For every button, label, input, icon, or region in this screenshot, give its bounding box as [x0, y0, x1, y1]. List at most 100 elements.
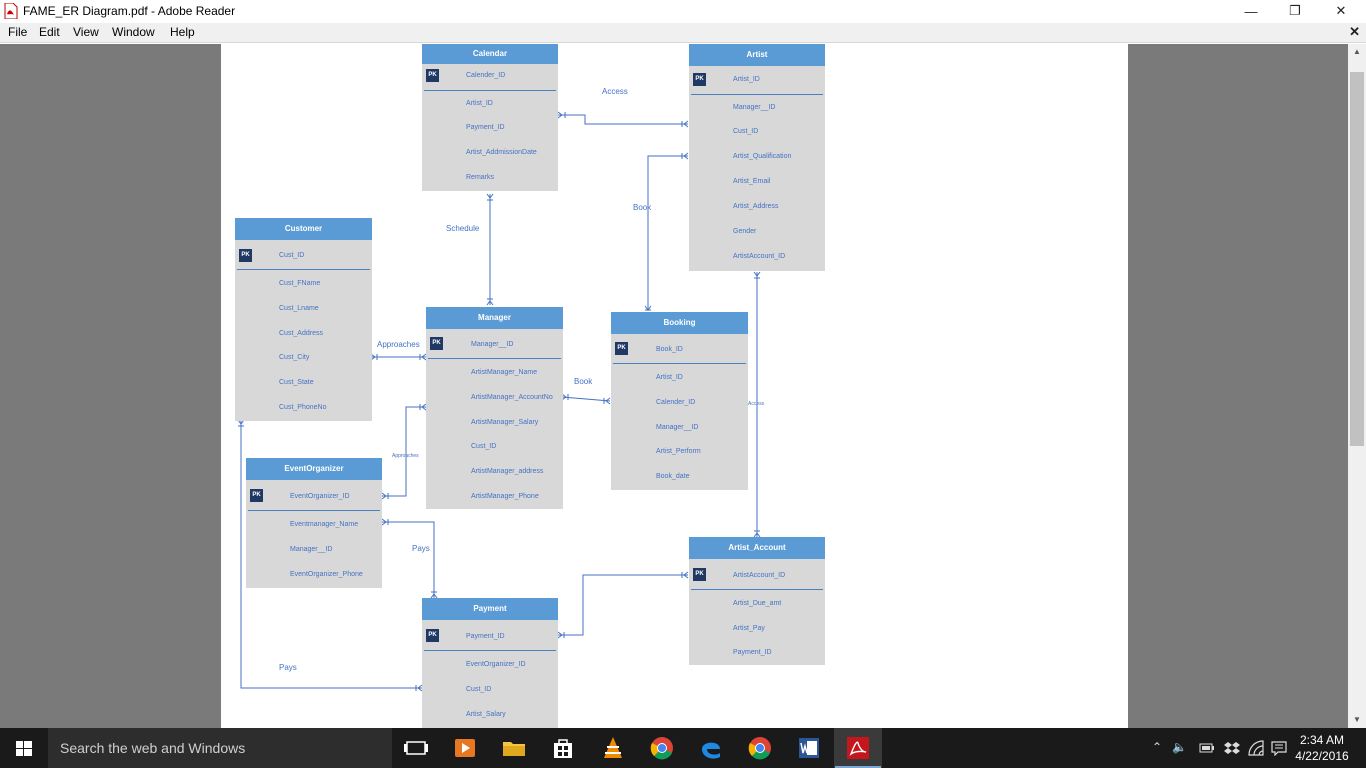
pk-icon: PK: [430, 337, 443, 350]
active-app-indicator: [835, 766, 881, 768]
attribute: Calender_ID: [656, 399, 696, 406]
attribute: Payment_ID: [733, 649, 772, 656]
entity-payment[interactable]: Payment PK Payment_ID EventOrganizer_ID …: [422, 598, 558, 728]
relationship-label: Pays: [412, 544, 430, 553]
relationship-label: Schedule: [446, 224, 480, 233]
attribute: Cust_Address: [279, 330, 323, 337]
chevron-up-icon[interactable]: ⌃: [1152, 740, 1163, 754]
entity-calendar[interactable]: Calendar PK Calender_ID Artist_ID Paymen…: [422, 44, 558, 191]
attribute: Manager__ID: [656, 424, 699, 431]
clock-date: 4/22/2016: [1295, 749, 1349, 763]
wifi-icon[interactable]: [1248, 740, 1264, 756]
pk-icon: PK: [426, 629, 439, 642]
battery-icon[interactable]: [1199, 742, 1215, 754]
document-viewport[interactable]: Calendar PK Calender_ID Artist_ID Paymen…: [0, 44, 1348, 728]
menu-bar: File Edit View Window Help ✕: [0, 23, 1366, 43]
edge-icon[interactable]: [697, 734, 725, 762]
entity-title: Booking: [611, 312, 748, 334]
entity-booking[interactable]: Booking PK Book_ID Artist_ID Calender_ID…: [611, 312, 748, 490]
adobe-reader-icon[interactable]: [844, 734, 872, 762]
menu-file[interactable]: File: [8, 25, 28, 39]
link-calendar-artist: [558, 114, 688, 125]
attribute: Remarks: [466, 174, 495, 181]
store-icon[interactable]: [549, 734, 577, 762]
title-bar: FAME_ER Diagram.pdf - Adobe Reader — ❐ ✕: [0, 0, 1366, 23]
attribute: ArtistManager_Name: [471, 369, 538, 376]
pk-icon: PK: [239, 249, 252, 262]
close-button[interactable]: ✕: [1335, 3, 1347, 18]
link-customer-payment: [240, 420, 422, 689]
pk-attribute: ArtistAccount_ID: [733, 572, 786, 579]
attribute: Cust_ID: [466, 686, 492, 693]
attribute: Artist_Address: [733, 203, 779, 210]
menu-window[interactable]: Window: [112, 25, 155, 39]
chrome-icon[interactable]: [746, 734, 774, 762]
notifications-icon[interactable]: [1270, 740, 1288, 756]
attribute: Cust_PhoneNo: [279, 404, 327, 411]
attribute: ArtistManager_AccountNo: [471, 394, 553, 401]
pdf-file-icon: [4, 3, 18, 19]
attribute: ArtistAccount_ID: [733, 253, 786, 260]
media-player-icon[interactable]: [451, 734, 479, 762]
minimize-button[interactable]: —: [1244, 3, 1258, 19]
volume-icon[interactable]: 🔈: [1172, 740, 1187, 754]
attribute: Artist_ID: [466, 100, 493, 107]
word-icon[interactable]: [795, 734, 823, 762]
scroll-up-icon[interactable]: ▲: [1353, 47, 1361, 56]
file-explorer-icon[interactable]: [500, 734, 528, 762]
system-clock[interactable]: 2:34 AM 4/22/2016: [1292, 732, 1352, 764]
entity-manager[interactable]: Manager PK Manager__ID ArtistManager_Nam…: [426, 307, 563, 509]
pk-attribute: Calender_ID: [466, 72, 506, 79]
attribute: Artist_Qualification: [733, 153, 792, 160]
entity-customer[interactable]: Customer PK Cust_ID Cust_FName Cust_Lnam…: [235, 218, 372, 421]
close-document-icon[interactable]: ✕: [1349, 24, 1360, 39]
pk-icon: PK: [250, 489, 263, 502]
pk-attribute: EventOrganizer_ID: [290, 493, 350, 500]
attribute: ArtistManager_Phone: [471, 493, 539, 500]
attribute: Cust_City: [279, 354, 310, 361]
entity-artist-account[interactable]: Artist_Account PK ArtistAccount_ID Artis…: [689, 537, 825, 665]
pk-icon: PK: [693, 73, 706, 86]
relationship-label: Access: [748, 401, 765, 407]
link-payment-account: [558, 574, 688, 636]
attribute: Artist_Pay: [733, 625, 765, 632]
scroll-thumb[interactable]: [1350, 72, 1364, 446]
attribute: Book_date: [656, 473, 690, 480]
pdf-page: Calendar PK Calender_ID Artist_ID Paymen…: [221, 44, 1128, 728]
relationship-label: Pays: [279, 663, 297, 672]
restore-button[interactable]: ❐: [1289, 3, 1301, 18]
pk-attribute: Payment_ID: [466, 633, 505, 640]
divider: [424, 90, 556, 91]
relationship-label: Book: [633, 203, 652, 212]
window-title: FAME_ER Diagram.pdf - Adobe Reader: [23, 4, 236, 18]
clock-time: 2:34 AM: [1299, 733, 1345, 747]
menu-edit[interactable]: Edit: [39, 25, 60, 39]
entity-eventorganizer[interactable]: EventOrganizer PK EventOrganizer_ID Even…: [246, 458, 382, 588]
dropbox-icon[interactable]: [1224, 740, 1240, 756]
task-view-icon[interactable]: [402, 734, 430, 762]
divider: [613, 363, 746, 364]
link-eo-manager: [382, 406, 426, 497]
relationship-label: Approaches: [392, 453, 419, 459]
relationship-label: Book: [574, 377, 593, 386]
scroll-down-icon[interactable]: ▼: [1353, 715, 1361, 724]
attribute: Eventmanager_Name: [290, 521, 359, 528]
search-box[interactable]: Search the web and Windows: [48, 728, 392, 768]
attribute: EventOrganizer_ID: [466, 661, 526, 668]
attribute: Cust_Lname: [279, 305, 319, 312]
link-eo-payment: [382, 521, 435, 598]
attribute: EventOrganizer_Phone: [290, 571, 363, 578]
attribute: ArtistManager_address: [471, 468, 544, 475]
divider: [428, 358, 561, 359]
relationship-lines: [237, 111, 761, 692]
vlc-icon[interactable]: [599, 734, 627, 762]
menu-view[interactable]: View: [73, 25, 99, 39]
chrome-icon[interactable]: [648, 734, 676, 762]
divider: [237, 269, 370, 270]
pk-icon: PK: [426, 69, 439, 82]
menu-help[interactable]: Help: [170, 25, 195, 39]
entity-artist[interactable]: Artist PK Artist_ID Manager__ID Cust_ID …: [689, 44, 825, 271]
pk-icon: PK: [615, 342, 628, 355]
start-button[interactable]: [0, 728, 48, 768]
vertical-scrollbar[interactable]: ▲ ▼: [1348, 44, 1366, 728]
